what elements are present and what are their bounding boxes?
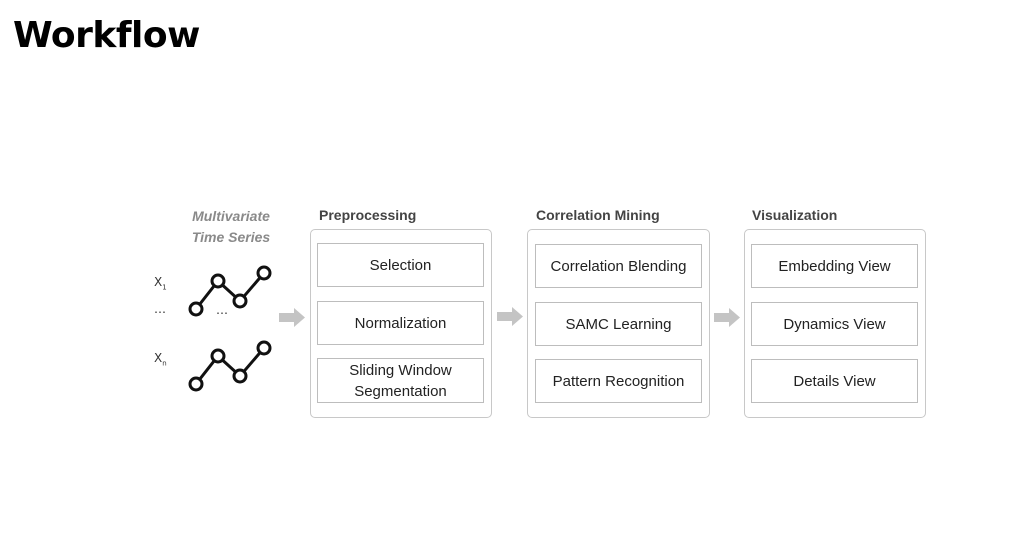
variable-last-letter: X <box>154 351 163 365</box>
stage-title-preprocessing: Preprocessing <box>319 207 417 223</box>
time-series-icon-bottom <box>188 340 272 392</box>
arrow-icon-preprocessing-to-mining <box>497 307 523 326</box>
input-label-line1: Multivariate <box>192 208 270 224</box>
step-selection: Selection <box>317 243 484 287</box>
input-label-line2: Time Series <box>191 229 271 245</box>
step-dynamics-view: Dynamics View <box>751 302 918 346</box>
stage-title-visualization: Visualization <box>752 207 838 223</box>
step-pattern-recognition: Pattern Recognition <box>535 359 702 403</box>
variable-first-letter: X <box>154 275 163 289</box>
step-samc-learning: SAMC Learning <box>535 302 702 346</box>
series-ellipsis: … <box>216 303 228 317</box>
input-label: Multivariate Time Series <box>175 206 287 248</box>
variable-first-subscript: 1 <box>162 283 167 292</box>
variable-last-subscript: n <box>162 359 167 368</box>
variable-label-last: Xn <box>154 351 167 367</box>
stage-box-preprocessing: Selection Normalization Sliding Window S… <box>310 229 492 418</box>
stage-box-visualization: Embedding View Dynamics View Details Vie… <box>744 229 926 418</box>
time-series-icon-top <box>188 265 272 317</box>
step-correlation-blending: Correlation Blending <box>535 244 702 288</box>
arrow-icon-input-to-preprocessing <box>279 308 305 327</box>
step-normalization: Normalization <box>317 301 484 345</box>
variable-label-first: X1 <box>154 275 167 291</box>
step-embedding-view: Embedding View <box>751 244 918 288</box>
step-sliding-window-segmentation: Sliding Window Segmentation <box>317 358 484 403</box>
arrow-icon-mining-to-visualization <box>714 308 740 327</box>
step-details-view: Details View <box>751 359 918 403</box>
stage-title-correlation-mining: Correlation Mining <box>536 207 660 223</box>
page-title: Workflow <box>13 15 200 56</box>
variable-ellipsis: … <box>154 302 166 316</box>
stage-box-correlation-mining: Correlation Blending SAMC Learning Patte… <box>527 229 710 418</box>
